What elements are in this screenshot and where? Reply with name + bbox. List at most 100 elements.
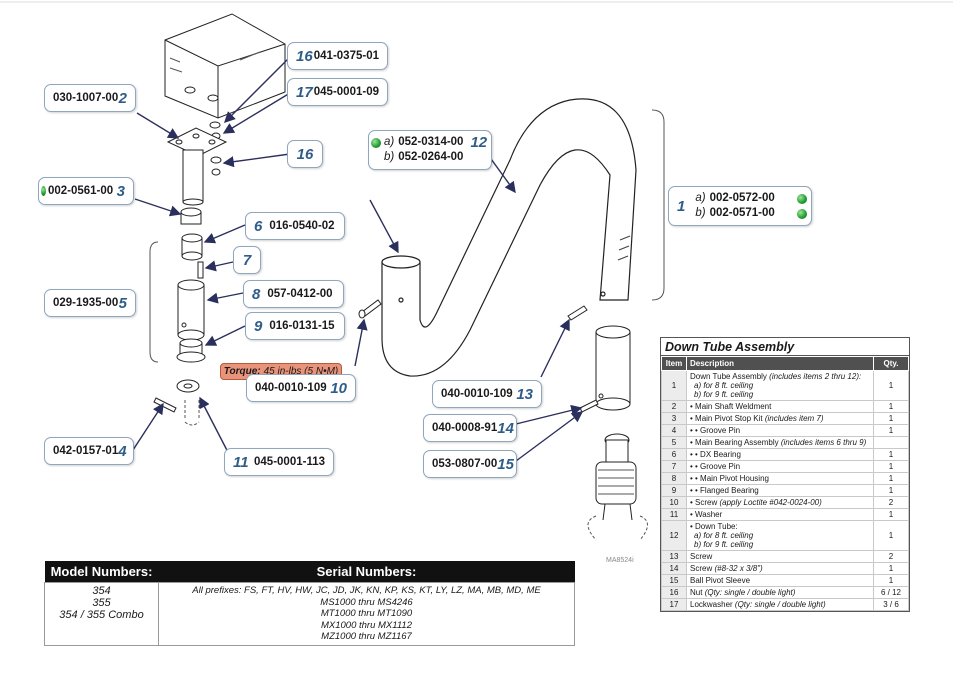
callout-16-top: 16 041-0375-01 [287, 42, 388, 70]
part-number: 002-0561-00 [47, 185, 114, 197]
qty-cell: 1 [873, 574, 909, 587]
drawing-id: MA8524i [606, 557, 634, 564]
item-cell: 4 [661, 424, 687, 437]
description-note: (Qty: single / double light) [734, 600, 826, 609]
parts-table: Down Tube Assembly Item Description Qty.… [660, 337, 910, 612]
description-subline: a) for 8 ft. ceiling [694, 531, 754, 540]
callout-14: 040-0008-91 14 [423, 414, 517, 442]
lockwasher-nut-stack [209, 121, 222, 176]
description-text: • • Groove Pin [690, 462, 741, 471]
description-cell: • Washer [686, 508, 874, 521]
item-cell: 9 [661, 484, 687, 497]
description-text: • Main Shaft Weldment [690, 402, 772, 411]
description-text: • • Main Pivot Housing [690, 474, 769, 483]
variant-label: a) [695, 192, 706, 204]
qty-cell: 1 [873, 412, 909, 425]
description-cell: • Main Shaft Weldment [686, 400, 874, 413]
item-cell: 16 [661, 586, 687, 599]
qty-cell: 1 [873, 562, 909, 575]
ball-pivot-sleeve [595, 325, 631, 411]
callout-1: 1 a) 002-0572-00 b) 002-0571-00 [668, 186, 812, 226]
serial-range: MZ1000 thru MZ1167 [321, 631, 412, 642]
serial-range: MS1000 thru MS4246 [320, 596, 413, 608]
serial-range: MX1000 thru MX1112 [320, 619, 412, 631]
callout-15: 053-0807-00 15 [423, 450, 517, 478]
table-row: 5• Main Bearing Assembly (includes items… [661, 436, 909, 449]
part-number: 045-0001-09 [313, 86, 379, 98]
ball-pivot [587, 433, 648, 541]
item-cell: 10 [661, 496, 687, 509]
green-dot-icon [796, 193, 807, 204]
description-cell: • Main Bearing Assembly (includes items … [686, 436, 874, 449]
description-text: Lockwasher [690, 600, 733, 609]
qty-cell: 1 [873, 370, 909, 401]
model-header: Model Numbers: [44, 561, 159, 583]
description-cell: Lockwasher (Qty: single / double light) [686, 598, 874, 611]
torque-label: Torque: [223, 366, 261, 377]
description-cell: • • Flanged Bearing [686, 484, 874, 497]
pivot-stop-kit [180, 207, 202, 225]
item-cell: 15 [661, 574, 687, 587]
callout-number: 12 [470, 134, 488, 151]
description-text: Nut [690, 588, 703, 597]
description-cell: Down Tube Assembly (includes items 2 thr… [686, 370, 874, 401]
description-text: Screw [690, 552, 713, 561]
callout-4: 042-0157-01 4 [44, 437, 134, 465]
callout-11: 11 045-0001-113 [224, 448, 334, 476]
callout-12: a) 052-0314-00 12 b) 052-0264-00 [368, 130, 492, 170]
part-number: 040-0010-109 [441, 388, 513, 400]
item-cell: 8 [661, 472, 687, 485]
part-number: 053-0807-00 [432, 458, 498, 470]
callout-number: 9 [254, 317, 263, 335]
description-cell: • Main Pivot Stop Kit (includes item 7) [686, 412, 874, 425]
description-cell: • • DX Bearing [686, 448, 874, 461]
callout-number: 15 [497, 455, 514, 473]
item-cell: 1 [661, 370, 687, 401]
description-subline: b) for 9 ft. ceiling [694, 390, 754, 399]
description-text: • Down Tube: [690, 522, 738, 531]
callout-17: 17 045-0001-09 [287, 78, 388, 106]
callout-number: 17 [296, 83, 313, 101]
callout-number: 11 [233, 453, 249, 471]
description-text: Down Tube Assembly [690, 372, 767, 381]
part-number: 029-1935-00 [53, 297, 119, 309]
variant-label: a) [384, 136, 395, 148]
description-note: (includes item 7) [764, 414, 824, 423]
header-item: Item [661, 356, 687, 371]
callout-number: 5 [118, 294, 127, 312]
part-number: 042-0157-01 [53, 445, 119, 457]
part-number: 045-0001-113 [254, 456, 325, 468]
callout-16-mid: 16 [287, 140, 323, 168]
description-text: Ball Pivot Sleeve [690, 576, 751, 585]
header-description: Description [686, 356, 874, 371]
callout-number: 6 [254, 217, 263, 235]
torque-value: 45 in-lbs (5 N•M) [263, 366, 339, 377]
qty-cell: 6 / 12 [873, 586, 909, 599]
part-number: 002-0571-00 [709, 207, 775, 219]
part-number: 030-1007-00 [53, 92, 119, 104]
main-pivot-housing [177, 279, 205, 341]
description-text: • • Flanged Bearing [690, 486, 759, 495]
callout-number: 4 [118, 442, 127, 460]
callout-2: 030-1007-00 2 [44, 84, 136, 112]
part-number: 057-0412-00 [267, 288, 333, 300]
header-qty: Qty. [873, 356, 909, 371]
down-tube [381, 98, 637, 377]
item-cell: 13 [661, 550, 687, 563]
item-cell: 11 [661, 508, 687, 521]
callout-number: 3 [116, 182, 125, 200]
item-cell: 7 [661, 460, 687, 473]
callout-number: 16 [296, 145, 314, 163]
dx-bearing [181, 233, 203, 261]
